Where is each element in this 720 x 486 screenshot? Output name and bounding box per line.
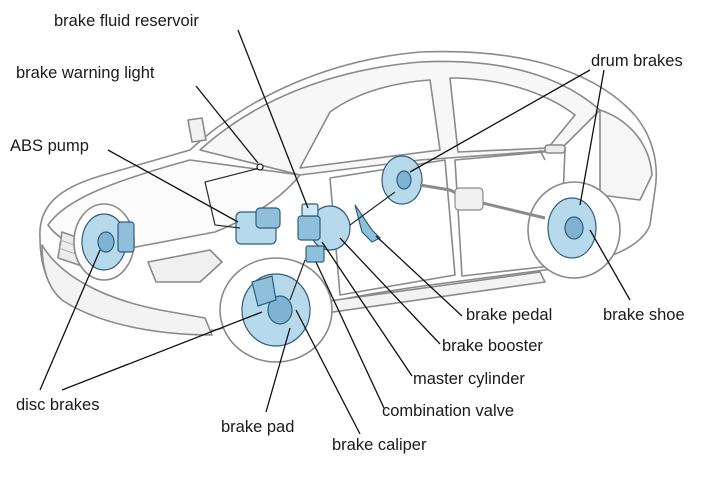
label-brake-pad: brake pad: [221, 418, 294, 436]
master-cylinder-part: [298, 216, 320, 240]
label-brake-warning-light: brake warning light: [16, 64, 155, 82]
label-brake-shoe: brake shoe: [603, 306, 685, 324]
fluid-reservoir-part: [302, 204, 318, 216]
label-brake-caliper: brake caliper: [332, 436, 426, 454]
label-abs-pump: ABS pump: [10, 137, 89, 155]
label-brake-pedal: brake pedal: [466, 306, 552, 324]
label-brake-booster: brake booster: [442, 337, 543, 355]
label-combination-valve: combination valve: [382, 402, 514, 420]
label-drum-brakes: drum brakes: [591, 52, 683, 70]
combination-valve-part: [306, 246, 324, 262]
label-disc-brakes: disc brakes: [16, 396, 99, 414]
label-master-cylinder: master cylinder: [413, 370, 525, 388]
label-brake-fluid-reservoir: brake fluid reservoir: [54, 12, 199, 30]
